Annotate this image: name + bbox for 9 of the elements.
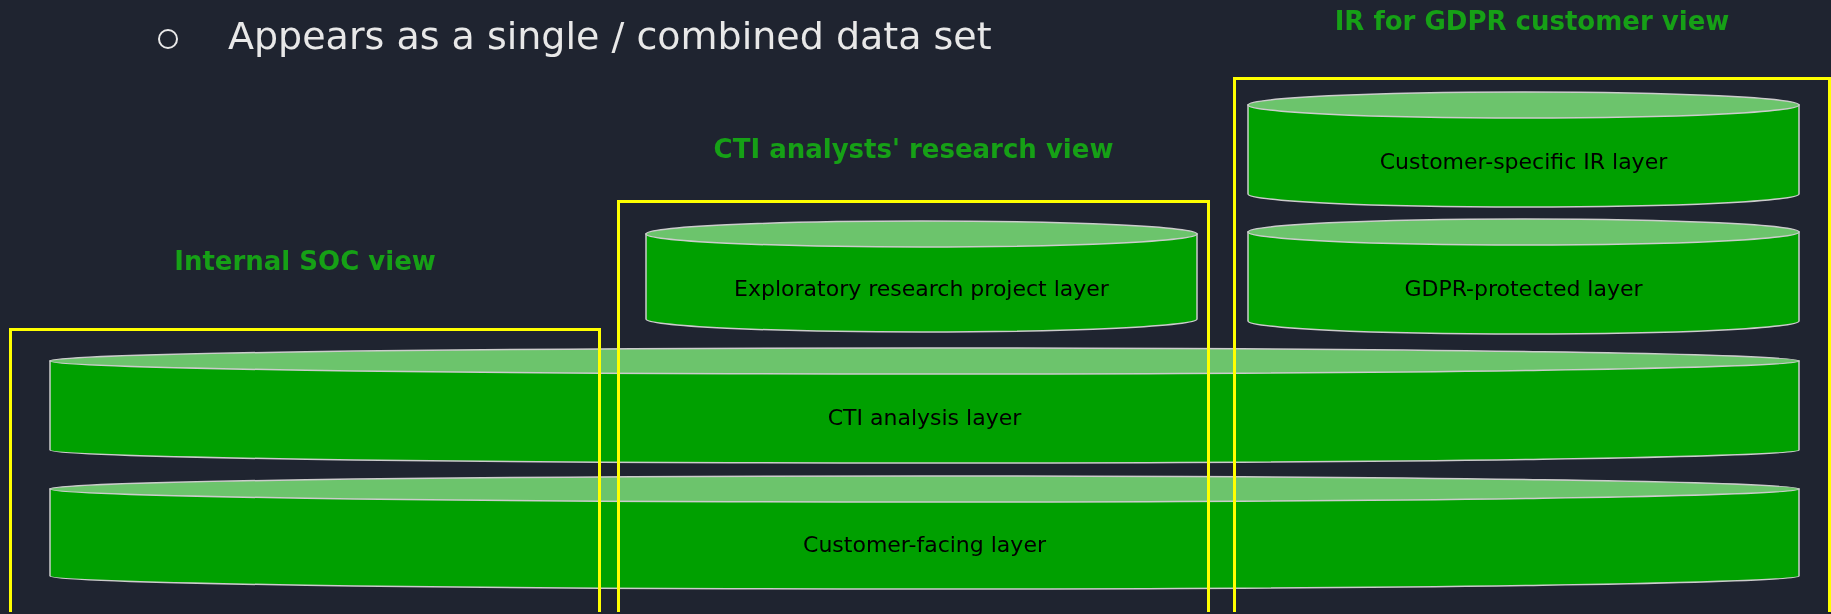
view-heading: Internal SOC view <box>174 246 436 276</box>
bullet-text: Appears as a single / combined data set <box>228 14 992 58</box>
layer-label: Exploratory research project layer <box>733 275 1110 301</box>
layer-label: Customer-facing layer <box>802 531 1047 557</box>
layer-label: GDPR-protected layer <box>1403 275 1644 301</box>
view-heading: IR for GDPR customer view <box>1334 6 1730 36</box>
layer-label: CTI analysis layer <box>826 404 1023 430</box>
layer-label: Customer-specific IR layer <box>1378 148 1669 174</box>
view-heading: CTI analysts' research view <box>713 134 1114 164</box>
